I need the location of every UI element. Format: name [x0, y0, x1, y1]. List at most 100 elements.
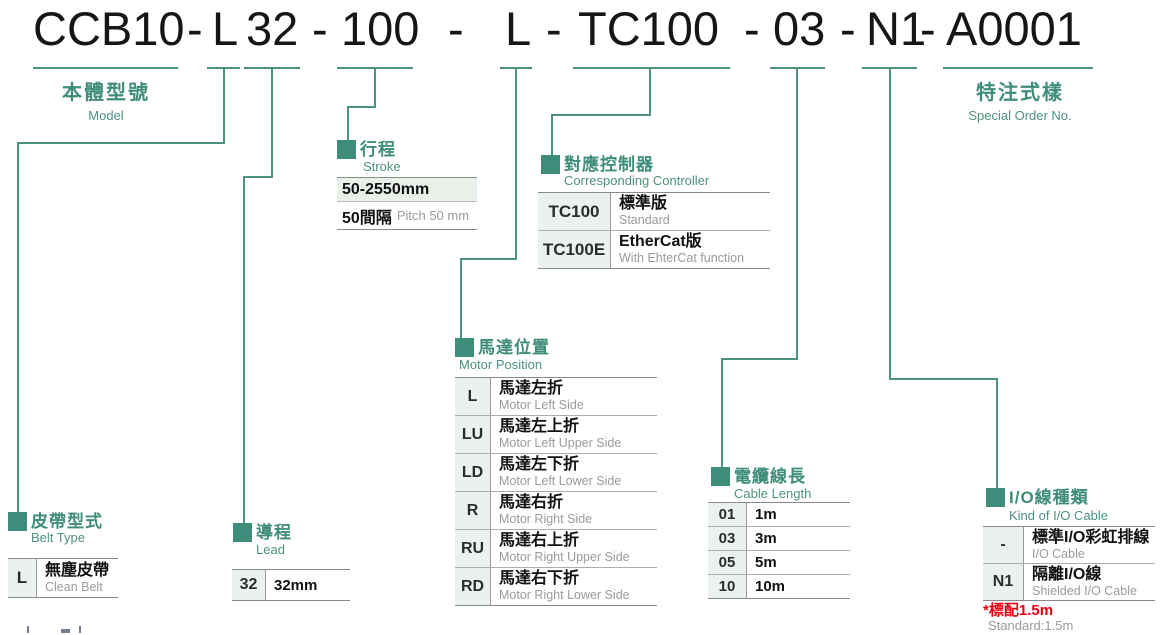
io-heading-zh: I/O線種類: [1009, 488, 1089, 507]
desc-en: Motor Left Lower Side: [499, 474, 622, 488]
section-bullet-icon: [711, 467, 730, 486]
code-cell: R: [455, 492, 491, 529]
special-order-label: 特注式樣 Special Order No.: [930, 76, 1110, 123]
table-row: - 標準I/O彩虹排線 I/O Cable: [983, 527, 1155, 564]
connector-io-line: [889, 68, 891, 380]
code-cell: LD: [455, 454, 491, 491]
io-standard-note-zh: *標配1.5m: [983, 602, 1054, 619]
code-cell: RU: [455, 530, 491, 567]
underline-controller: [573, 67, 730, 69]
model-label: 本體型號 Model: [16, 76, 196, 123]
desc-cell: 標準I/O彩虹排線 I/O Cable: [1024, 527, 1149, 563]
desc-zh: 標準版: [619, 195, 668, 212]
desc-cell: 馬達右下折 Motor Right Lower Side: [491, 568, 630, 605]
connector-cable-line: [721, 358, 723, 469]
section-bullet-icon: [986, 488, 1005, 507]
code-dash: -: [448, 2, 464, 55]
desc-cell: 5m: [747, 551, 777, 574]
connector-controller-line: [551, 114, 553, 157]
table-row: L 馬達左折 Motor Left Side: [455, 378, 657, 416]
table-row: 01 1m: [708, 503, 850, 527]
code-cell: 32: [232, 570, 266, 600]
connector-cable-line: [796, 68, 798, 360]
desc-zh: 馬達左下折: [499, 456, 580, 473]
connector-lead-line: [243, 176, 273, 178]
desc-en: Motor Right Lower Side: [499, 588, 630, 602]
table-row: TC100E EtherCat版 With EhterCat function: [538, 231, 770, 269]
stroke-pitch-en: Pitch 50 mm: [396, 208, 470, 223]
desc-en: Shielded I/O Cable: [1032, 583, 1137, 598]
desc-en: Motor Right Upper Side: [499, 550, 630, 564]
special-order-label-zh: 特注式樣: [976, 82, 1064, 104]
controller-heading-en: Corresponding Controller: [564, 173, 710, 188]
underline-body: [33, 67, 178, 69]
desc-text: 3m: [755, 530, 777, 547]
table-row: 10 10m: [708, 575, 850, 599]
code-segment-io: N1: [866, 2, 927, 55]
desc-zh: EtherCat版: [619, 233, 702, 250]
io-heading-en: Kind of I/O Cable: [1009, 508, 1108, 523]
desc-text: 10m: [755, 578, 786, 595]
cutoff-artifact: [79, 626, 81, 633]
desc-cell: 10m: [747, 575, 785, 598]
motor-heading-en: Motor Position: [459, 357, 543, 372]
desc-text: 5m: [755, 554, 777, 571]
belt-heading-en: Belt Type: [31, 530, 85, 545]
underline-special: [943, 67, 1093, 69]
desc-zh: 馬達右折: [499, 494, 564, 511]
code-cell: L: [8, 559, 37, 597]
controller-table: TC100 標準版 Standard TC100E EtherCat版 With…: [538, 192, 770, 269]
table-row: TC100 標準版 Standard: [538, 193, 770, 231]
cable-length-table: 01 1m 03 3m 05 5m 10 10m: [708, 502, 850, 599]
desc-cell: 無塵皮帶 Clean Belt: [37, 559, 109, 597]
connector-controller-line: [649, 68, 651, 116]
cutoff-artifact: [27, 626, 29, 633]
table-row: RU 馬達右上折 Motor Right Upper Side: [455, 530, 657, 568]
connector-controller-line: [551, 114, 651, 116]
code-segment-belt: L: [212, 2, 239, 55]
cutoff-artifact: [61, 629, 70, 633]
lead-table: 32 32mm: [232, 569, 350, 601]
desc-zh: 馬達左上折: [499, 418, 580, 435]
connector-io-line: [996, 378, 998, 490]
section-bullet-icon: [233, 523, 252, 542]
table-row: RD 馬達右下折 Motor Right Lower Side: [455, 568, 657, 606]
desc-cell: 馬達右上折 Motor Right Upper Side: [491, 530, 630, 567]
lead-heading-en: Lead: [256, 542, 285, 557]
connector-cable-line: [721, 358, 798, 360]
code-segment-special: A0001: [946, 2, 1082, 55]
connector-belt-line: [17, 142, 19, 512]
controller-heading-zh: 對應控制器: [564, 155, 654, 174]
desc-cell: 馬達右折 Motor Right Side: [491, 492, 592, 529]
desc-text: 32mm: [274, 576, 318, 594]
desc-en: Motor Right Side: [499, 512, 593, 526]
section-bullet-icon: [337, 140, 356, 159]
desc-cell: 馬達左上折 Motor Left Upper Side: [491, 416, 621, 453]
belt-type-table: L 無塵皮帶 Clean Belt: [8, 558, 118, 598]
motor-heading-zh: 馬達位置: [478, 338, 550, 357]
code-cell: LU: [455, 416, 491, 453]
desc-en: I/O Cable: [1032, 546, 1085, 561]
desc-zh: 馬達右上折: [499, 532, 580, 549]
code-dash: -: [744, 2, 760, 55]
table-row: R 馬達右折 Motor Right Side: [455, 492, 657, 530]
code-cell: 10: [708, 575, 747, 598]
special-order-label-en: Special Order No.: [968, 108, 1072, 123]
table-row: L 無塵皮帶 Clean Belt: [8, 559, 118, 598]
stroke-heading-zh: 行程: [360, 140, 396, 159]
code-segment-body: CCB10: [33, 2, 185, 55]
code-dash: -: [840, 2, 856, 55]
table-row: LD 馬達左下折 Motor Left Lower Side: [455, 454, 657, 492]
code-cell: 05: [708, 551, 747, 574]
table-row: LU 馬達左上折 Motor Left Upper Side: [455, 416, 657, 454]
code-cell: 01: [708, 503, 747, 526]
desc-en: Standard: [619, 213, 670, 227]
code-cell: -: [983, 527, 1024, 563]
cable-heading-zh: 電纜線長: [734, 467, 806, 486]
connector-lead-line: [243, 176, 245, 523]
connector-belt-line: [223, 68, 225, 144]
desc-zh: 隔離I/O線: [1032, 565, 1102, 583]
table-row: N1 隔離I/O線 Shielded I/O Cable: [983, 564, 1155, 601]
code-segment-stroke: 100: [341, 2, 420, 55]
model-label-zh: 本體型號: [62, 82, 150, 104]
